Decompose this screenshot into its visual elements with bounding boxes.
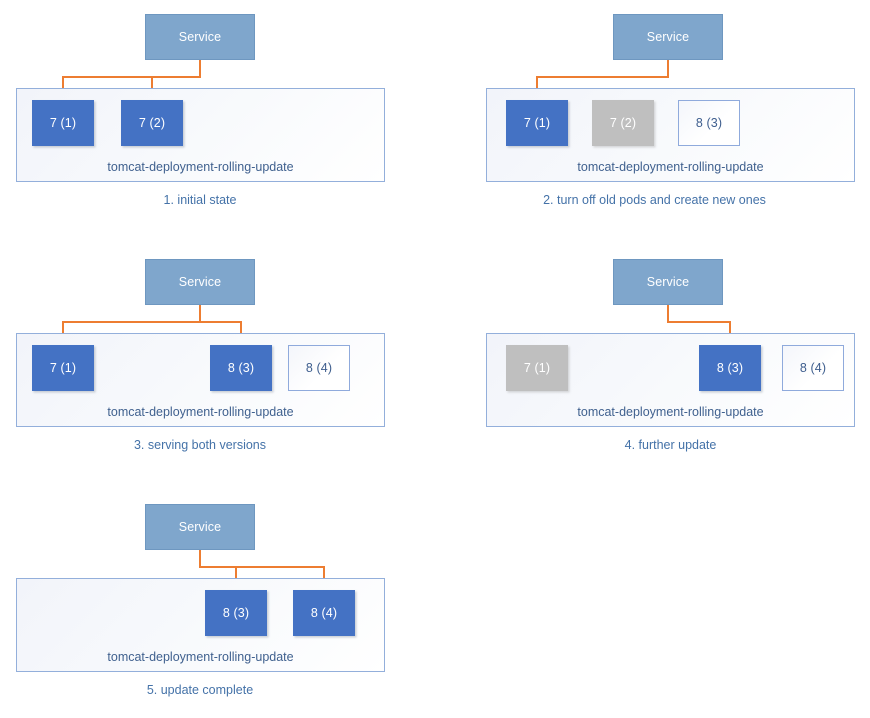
- pod-7-2[interactable]: 7 (2): [121, 100, 183, 146]
- pod-7-2[interactable]: 7 (2): [592, 100, 654, 146]
- pod-7-1[interactable]: 7 (1): [506, 100, 568, 146]
- pod-7-1[interactable]: 7 (1): [506, 345, 568, 391]
- pod-8-3[interactable]: 8 (3): [699, 345, 761, 391]
- pod-8-3[interactable]: 8 (3): [678, 100, 740, 146]
- service-box[interactable]: Service: [145, 14, 255, 60]
- panel-further-update: Service tomcat-deployment-rolling-update…: [435, 245, 870, 475]
- pod-7-1[interactable]: 7 (1): [32, 100, 94, 146]
- panel-caption: 4. further update: [624, 438, 717, 452]
- panel-update-complete: Service tomcat-deployment-rolling-update…: [0, 490, 435, 718]
- deployment-label: tomcat-deployment-rolling-update: [577, 405, 764, 419]
- service-box[interactable]: Service: [145, 504, 255, 550]
- panel-turn-off-old-pods: Service tomcat-deployment-rolling-update…: [435, 0, 870, 230]
- service-box[interactable]: Service: [613, 259, 723, 305]
- panel-initial-state: Service tomcat-deployment-rolling-update…: [0, 0, 435, 230]
- pod-8-4[interactable]: 8 (4): [288, 345, 350, 391]
- service-box[interactable]: Service: [613, 14, 723, 60]
- pod-7-1[interactable]: 7 (1): [32, 345, 94, 391]
- panel-caption: 2. turn off old pods and create new ones: [543, 193, 766, 207]
- deployment-label: tomcat-deployment-rolling-update: [107, 160, 294, 174]
- pod-8-3[interactable]: 8 (3): [210, 345, 272, 391]
- pod-8-4[interactable]: 8 (4): [782, 345, 844, 391]
- panel-caption: 3. serving both versions: [133, 438, 266, 452]
- panel-serving-both-versions: Service tomcat-deployment-rolling-update…: [0, 245, 435, 475]
- deployment-label: tomcat-deployment-rolling-update: [577, 160, 764, 174]
- service-box[interactable]: Service: [145, 259, 255, 305]
- deployment-label: tomcat-deployment-rolling-update: [107, 405, 294, 419]
- panel-caption: 1. initial state: [163, 193, 237, 207]
- pod-8-3[interactable]: 8 (3): [205, 590, 267, 636]
- deployment-label: tomcat-deployment-rolling-update: [107, 650, 294, 664]
- pod-8-4[interactable]: 8 (4): [293, 590, 355, 636]
- panel-caption: 5. update complete: [146, 683, 254, 697]
